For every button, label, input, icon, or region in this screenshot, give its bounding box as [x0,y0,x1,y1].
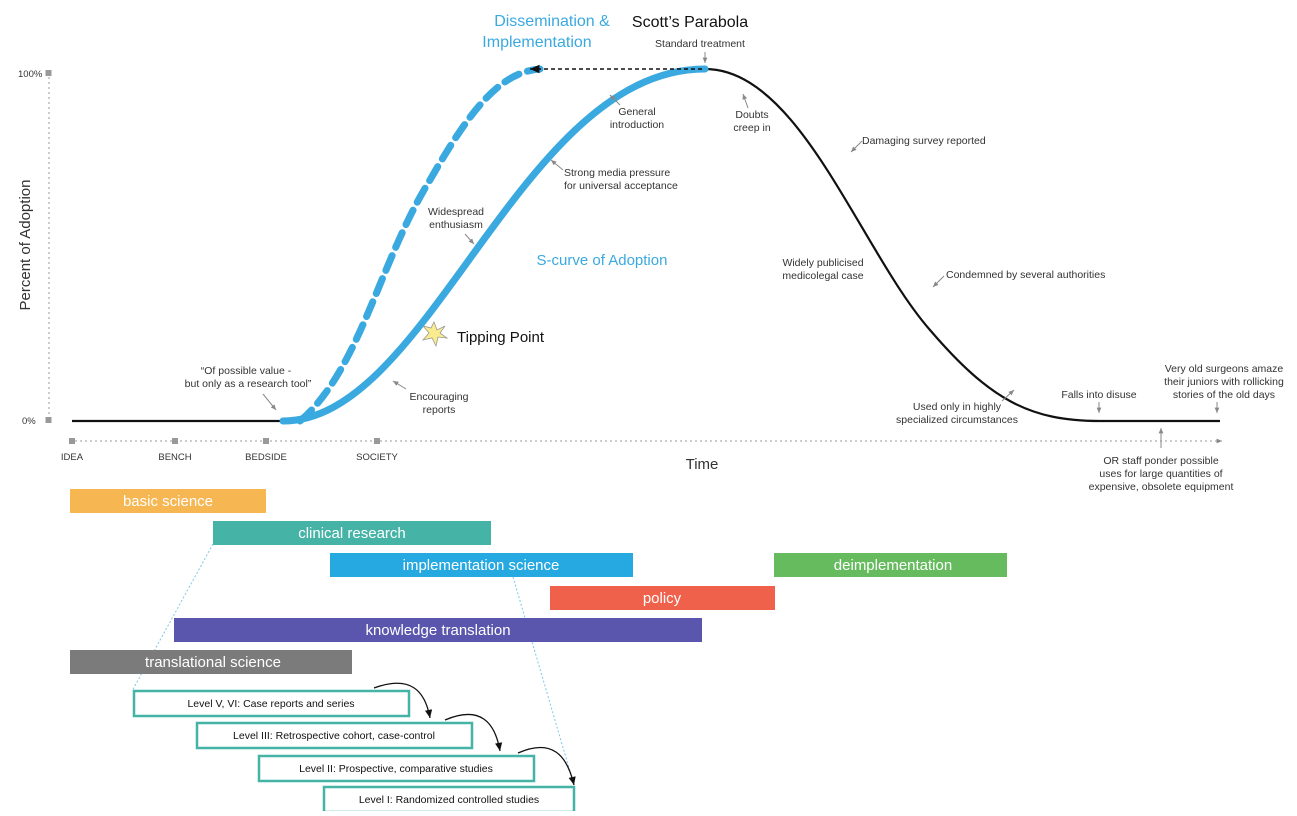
level-arrow-3 [517,746,576,786]
svg-text:Doubts: Doubts [735,109,768,121]
level-1-box: Level I: Randomized controlled studies [322,785,576,814]
annotation-condemned: Condemned by several authorities [932,269,1105,288]
annotation-encouraging: Encouraging reports [392,380,469,416]
level-3-box: Level III: Retrospective cohort, case-co… [195,721,474,750]
s-curve-adoption [279,65,709,425]
band-clinical-research: clinical research [213,521,491,545]
svg-text:Widely publicised: Widely publicised [782,257,863,269]
svg-text:clinical research: clinical research [298,525,406,542]
annotation-or-staff: OR staff ponder possible uses for large … [1089,428,1234,493]
y-axis: 100% 0% Percent of Adoption [17,69,52,427]
annotation-specialized: Used only in highly specialized circumst… [896,389,1018,426]
annotation-widespread: Widespread enthusiasm [428,206,484,245]
x-axis: IDEA BENCH BEDSIDE SOCIETY Time [61,438,1222,473]
annotation-medicolegal: Widely publicised medicolegal case [782,257,863,282]
svg-text:medicolegal case: medicolegal case [782,270,863,282]
y-tick-100: 100% [18,69,43,80]
svg-text:introduction: introduction [610,119,664,131]
svg-text:their juniors with rollicking: their juniors with rollicking [1164,376,1284,388]
annotation-damaging: Damaging survey reported [850,135,986,153]
dissemination-heading-line2: Implementation [482,34,591,51]
annotation-possible-value: “Of possible value - but only as a resea… [185,365,312,411]
svg-text:Level I: Randomized controlled: Level I: Randomized controlled studies [359,794,539,806]
svg-text:enthusiasm: enthusiasm [429,219,483,231]
annotation-general: General introduction [609,94,664,131]
zoom-guide-right [512,576,575,786]
svg-text:Strong media pressure: Strong media pressure [564,167,670,179]
band-basic-science: basic science [70,489,266,513]
svg-text:Very old surgeons amaze: Very old surgeons amaze [1165,363,1284,375]
x-tick-idea: IDEA [61,452,84,463]
svg-text:knowledge translation: knowledge translation [365,622,510,639]
svg-text:General: General [618,106,655,118]
svg-text:for universal acceptance: for universal acceptance [564,180,678,192]
y-tick-0: 0% [22,416,36,427]
annotation-doubts: Doubts creep in [733,93,771,134]
dissemination-curve [296,65,544,425]
svg-text:uses for large quantities of: uses for large quantities of [1099,468,1222,480]
level-5-6-box: Level V, VI: Case reports and series [132,689,411,718]
level-arrow-2 [444,713,503,752]
svg-text:Falls into disuse: Falls into disuse [1061,389,1136,401]
svg-text:OR staff ponder possible: OR staff ponder possible [1103,455,1219,467]
svg-text:Level V, VI: Case reports and: Level V, VI: Case reports and series [187,698,354,710]
x-tick-bedside: BEDSIDE [245,452,287,463]
svg-text:policy: policy [643,590,682,607]
svg-text:implementation science: implementation science [403,557,560,574]
svg-text:but only as a research tool”: but only as a research tool” [185,378,312,390]
svg-text:reports: reports [423,404,456,416]
svg-text:basic science: basic science [123,493,213,510]
dissemination-heading-line1: Dissemination & [494,13,610,30]
svg-text:Used only in highly: Used only in highly [913,401,1002,413]
svg-text:creep in: creep in [733,122,771,134]
scotts-parabola-title: Scott’s Parabola [632,14,748,31]
svg-text:specialized circumstances: specialized circumstances [896,414,1018,426]
band-implementation-science: implementation science [330,553,633,577]
tipping-point-label: Tipping Point [457,329,545,346]
svg-text:stories of the old days: stories of the old days [1173,389,1275,401]
level-arrow-1 [373,682,433,719]
svg-text:expensive, obsolete equipment: expensive, obsolete equipment [1089,481,1234,493]
svg-text:Level II: Prospective, compara: Level II: Prospective, comparative studi… [299,763,493,775]
band-knowledge-translation: knowledge translation [174,618,702,642]
svg-text:“Of possible value -: “Of possible value - [201,365,292,377]
level-2-box: Level II: Prospective, comparative studi… [257,754,536,783]
svg-text:Widespread: Widespread [428,206,484,218]
annotation-disuse: Falls into disuse [1061,389,1137,413]
x-axis-label: Time [686,456,719,473]
x-tick-society: SOCIETY [356,452,398,463]
band-translational-science: translational science [70,650,352,674]
svg-text:deimplementation: deimplementation [834,557,952,574]
svg-text:Encouraging: Encouraging [410,391,469,403]
svg-text:translational science: translational science [145,654,281,671]
svg-text:Level III: Retrospective cohor: Level III: Retrospective cohort, case-co… [233,730,435,742]
annotation-media: Strong media pressure for universal acce… [550,159,678,192]
tipping-point-star-icon [421,321,449,348]
annotation-old-surgeons: Very old surgeons amaze their juniors wi… [1164,363,1284,413]
y-axis-label: Percent of Adoption [17,180,34,311]
standard-treatment-label: Standard treatment [655,38,745,50]
svg-text:Condemned by several authoriti: Condemned by several authorities [946,269,1105,281]
svg-text:Damaging survey reported: Damaging survey reported [862,135,986,147]
band-policy: policy [550,586,775,610]
band-deimplementation: deimplementation [774,553,1007,577]
s-curve-title: S-curve of Adoption [537,252,668,269]
x-tick-bench: BENCH [158,452,191,463]
